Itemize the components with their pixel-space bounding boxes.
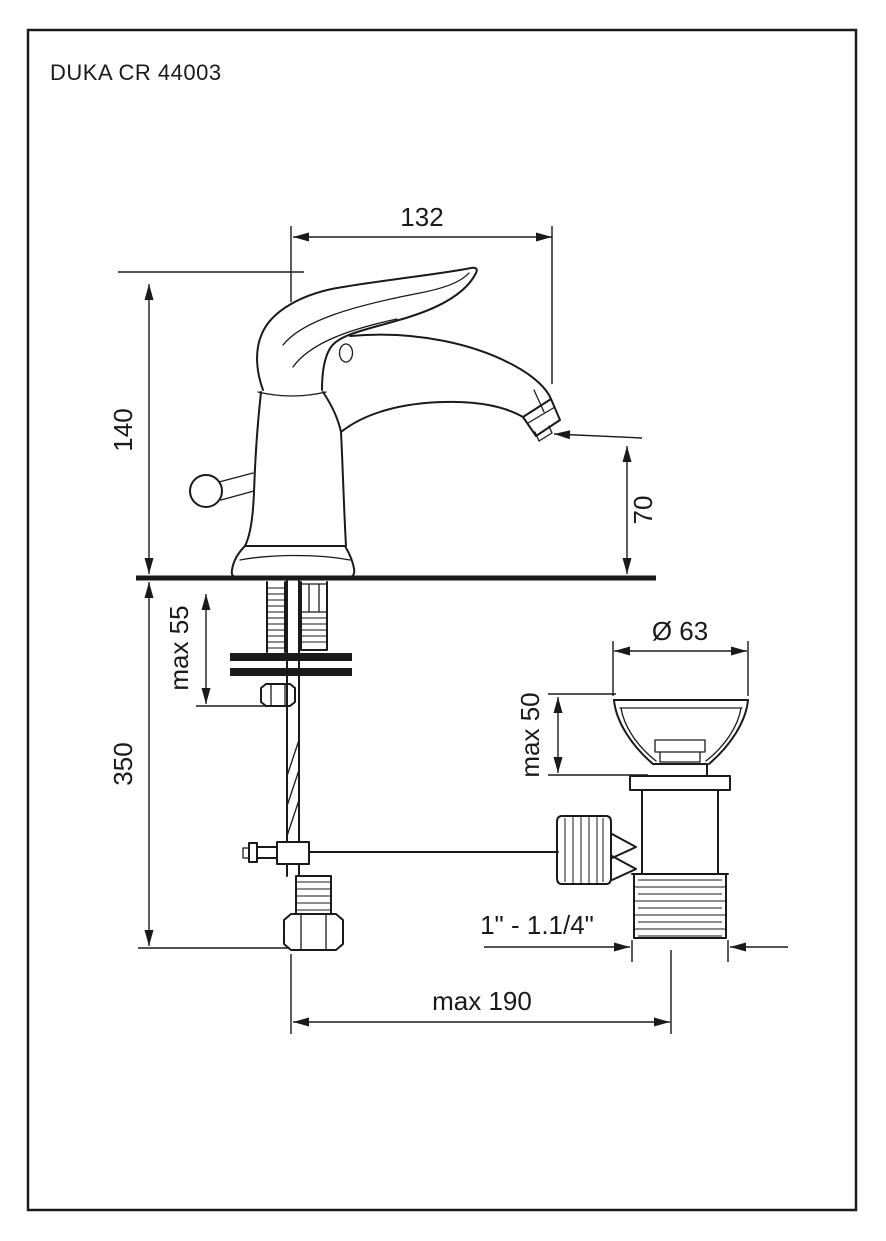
faucet-base <box>230 545 356 578</box>
knurled-knob <box>556 815 612 885</box>
dimension-diameter-63: Ø 63 <box>612 616 749 696</box>
drain-plug <box>654 739 706 763</box>
drain-threads <box>633 873 727 939</box>
dimension-max-190: max 190 <box>290 950 672 1034</box>
tailpiece-nut <box>283 913 344 951</box>
dimension-thread: 1" - 1.1/4" <box>480 910 788 962</box>
dim-label-132: 132 <box>400 202 443 232</box>
dimension-140: 140 <box>108 271 304 574</box>
handle-detail-oval <box>338 343 354 363</box>
faucet-handle <box>256 266 478 397</box>
dimension-max-50: max 50 <box>515 692 648 778</box>
dim-label-max-190: max 190 <box>432 986 532 1016</box>
mounting-washer-bottom <box>230 668 352 676</box>
tailpiece-connector <box>283 875 344 951</box>
dim-label-140: 140 <box>108 408 138 451</box>
dim-label-max-55: max 55 <box>164 605 194 690</box>
cross-fitting <box>276 841 310 865</box>
dimension-132: 132 <box>290 202 553 384</box>
dim-label-350: 350 <box>108 742 138 785</box>
spout-outlet <box>522 398 561 437</box>
drawing-border <box>26 28 858 1212</box>
drain-assembly <box>556 699 749 939</box>
dimension-max-55: max 55 <box>164 594 274 707</box>
dim-label-diameter-63: Ø 63 <box>652 616 708 646</box>
pop-up-linkage <box>242 841 559 865</box>
dim-label-max-50: max 50 <box>515 692 545 777</box>
lift-rod-knob <box>189 472 255 508</box>
faucet-spout <box>244 333 561 547</box>
mounting-hardware <box>230 581 352 707</box>
mounting-washer-top <box>230 653 352 661</box>
dimension-70: 70 <box>553 430 658 574</box>
supply-pipe <box>286 579 300 877</box>
aerator <box>534 425 553 442</box>
dim-label-thread: 1" - 1.1/4" <box>480 910 594 940</box>
dimension-350: 350 <box>108 582 288 949</box>
rod-clamp <box>611 833 637 881</box>
product-title: DUKA CR 44003 <box>50 60 222 85</box>
mounting-nut <box>260 683 296 707</box>
dim-label-70: 70 <box>628 496 658 525</box>
